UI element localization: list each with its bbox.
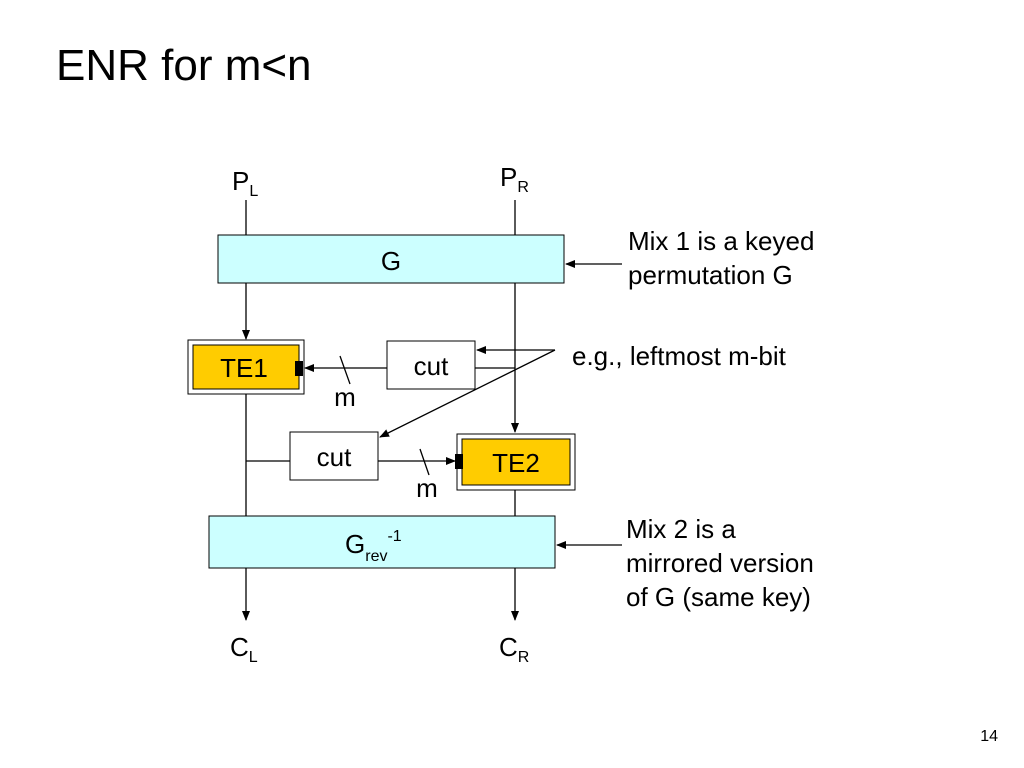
slide-title: ENR for m<n xyxy=(56,41,312,90)
te1-label: TE1 xyxy=(220,353,268,383)
cut-bottom-box xyxy=(289,431,379,481)
page-number: 14 xyxy=(980,728,998,745)
input-left-label: PL xyxy=(232,166,258,200)
te2-key-port xyxy=(455,454,463,469)
m-top-label: m xyxy=(334,382,356,412)
mix2-note-line3: of G (same key) xyxy=(626,582,811,612)
te2-label: TE2 xyxy=(492,448,540,478)
cut-note: e.g., leftmost m-bit xyxy=(572,339,786,373)
mix2-note-line2: mirrored version xyxy=(626,548,814,578)
mix1-note: Mix 1 is a keyed permutation G xyxy=(628,224,814,292)
cut-top-box xyxy=(386,340,476,390)
mix1-label: G xyxy=(381,246,401,276)
input-right-label: PR xyxy=(500,162,529,196)
m-bottom-slash xyxy=(419,448,430,476)
mix2-note: Mix 2 is a mirrored version of G (same k… xyxy=(626,512,814,614)
mix1-note-line1: Mix 1 is a keyed xyxy=(628,226,815,256)
mix2-label: Grev-1 xyxy=(345,528,402,565)
note-to-cut-bottom-arrow xyxy=(379,349,556,438)
mix1-box xyxy=(217,234,565,284)
te1-key-port xyxy=(295,361,303,376)
output-left-label: CL xyxy=(230,632,258,666)
cut-note-text: e.g., leftmost m-bit xyxy=(572,341,786,371)
mix1-note-line2: permutation G xyxy=(628,260,793,290)
m-bottom-label: m xyxy=(416,473,438,503)
mix2-note-line1: Mix 2 is a xyxy=(626,514,736,544)
output-right-label: CR xyxy=(499,632,529,666)
mix2-box xyxy=(208,515,556,569)
cut-top-label: cut xyxy=(414,351,449,381)
cut-bottom-label: cut xyxy=(317,442,352,472)
m-top-slash xyxy=(339,355,351,385)
te2-box xyxy=(461,438,571,486)
